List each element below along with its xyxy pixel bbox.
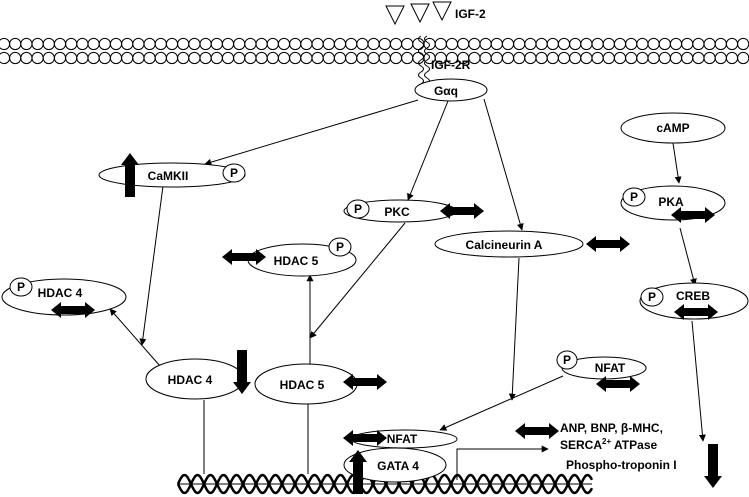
calcineurin-regulation-unchanged-arrow-icon bbox=[586, 236, 630, 252]
hdac5-regulation-unchanged-arrow-icon bbox=[343, 374, 387, 390]
node-nfat-phospho: P NFAT bbox=[556, 350, 647, 380]
genes-label-line2: SERCA2+ ATPase bbox=[560, 437, 657, 452]
node-hdac5-phospho: HDAC 5 P bbox=[247, 237, 357, 277]
troponin-regulation-down-arrow-icon bbox=[704, 444, 722, 488]
hdac5-label: HDAC 5 bbox=[280, 378, 325, 392]
camkii-regulation-up-arrow-icon bbox=[121, 153, 139, 197]
camkii-label: CaMKII bbox=[148, 169, 189, 183]
troponin-label: Phospho-troponin I bbox=[566, 458, 677, 472]
creb-regulation-unchanged-arrow-icon bbox=[674, 304, 718, 320]
creb-label: CREB bbox=[676, 289, 710, 303]
igf2r-label: IGF-2R bbox=[431, 58, 471, 72]
gaq-label: Gαq bbox=[434, 84, 458, 98]
calcineurin-label: Calcineurin A bbox=[466, 238, 543, 252]
genes-regulation-unchanged-arrow-icon bbox=[515, 423, 559, 439]
camp-label: cAMP bbox=[656, 121, 689, 135]
edge-gaq-calcineurin bbox=[483, 98, 524, 231]
node-pkc: P PKC bbox=[343, 199, 457, 223]
ligand-triangle-icon bbox=[410, 3, 430, 24]
genes-label-line1: ANP, BNP, β-MHC, bbox=[560, 421, 663, 435]
node-hdac4: HDAC 4 bbox=[145, 358, 245, 400]
node-camkii: CaMKII P bbox=[98, 162, 246, 188]
node-calcineurin: Calcineurin A bbox=[434, 230, 584, 258]
hdac4-p-label: HDAC 4 bbox=[38, 286, 83, 300]
edge-gata4-genes bbox=[456, 445, 549, 480]
edge-pka-creb bbox=[679, 227, 697, 286]
regulation-arrows bbox=[51, 153, 722, 494]
igf2-ligand: IGF-2 bbox=[385, 1, 486, 26]
phospho-label: P bbox=[336, 240, 344, 254]
nfat-regulation-unchanged-arrow-icon bbox=[343, 430, 387, 446]
pkc-regulation-unchanged-arrow-icon bbox=[440, 203, 484, 219]
edge-camp-pka bbox=[672, 142, 682, 184]
pkc-label: PKC bbox=[384, 205, 410, 219]
node-hdac4-phospho: P HDAC 4 bbox=[1, 277, 127, 316]
cell-membrane bbox=[0, 37, 749, 65]
edges bbox=[109, 98, 706, 480]
gata4-regulation-up-arrow-icon bbox=[349, 450, 367, 494]
hdac4-regulation-down-arrow-icon bbox=[233, 350, 251, 394]
hdac5-p-label: HDAC 5 bbox=[274, 254, 319, 268]
phospho-label: P bbox=[563, 353, 571, 367]
edge-gaq-camkii bbox=[204, 99, 419, 166]
edge-hdac4-hdac4p bbox=[109, 308, 161, 367]
nfat-label: NFAT bbox=[387, 432, 418, 446]
node-hdac5: HDAC 5 bbox=[254, 363, 358, 405]
pka-label: PKA bbox=[658, 195, 684, 209]
nfat-p-label: NFAT bbox=[595, 361, 626, 375]
edge-camkii-hdac4 bbox=[139, 185, 164, 346]
edge-pkc-hdac5 bbox=[309, 222, 406, 339]
phospho-label: P bbox=[354, 202, 362, 216]
ligand-triangle-icon bbox=[432, 1, 452, 22]
edge-calcineurin-nfat bbox=[508, 257, 520, 401]
phospho-label: P bbox=[17, 280, 25, 294]
ligand-triangle-icon bbox=[385, 5, 405, 26]
nfat-p-regulation-unchanged-arrow-icon bbox=[596, 376, 640, 392]
phospho-label: P bbox=[630, 190, 638, 204]
node-camp: cAMP bbox=[620, 112, 726, 144]
igf2-label: IGF-2 bbox=[455, 7, 486, 21]
edge-nfatp-nfat bbox=[439, 375, 564, 431]
node-gaq: Gαq bbox=[414, 78, 488, 102]
hdac5-p-regulation-unchanged-arrow-icon bbox=[222, 249, 266, 265]
pka-regulation-unchanged-arrow-icon bbox=[671, 207, 715, 223]
node-creb: P CREB bbox=[639, 282, 749, 320]
gata4-label: GATA 4 bbox=[377, 459, 419, 473]
phospho-label: P bbox=[230, 166, 238, 180]
hdac4-p-regulation-unchanged-arrow-icon bbox=[51, 302, 95, 318]
hdac4-label: HDAC 4 bbox=[168, 373, 213, 387]
edge-creb-troponin bbox=[691, 320, 706, 442]
phospho-label: P bbox=[648, 290, 656, 304]
edge-gaq-pkc bbox=[407, 100, 449, 201]
